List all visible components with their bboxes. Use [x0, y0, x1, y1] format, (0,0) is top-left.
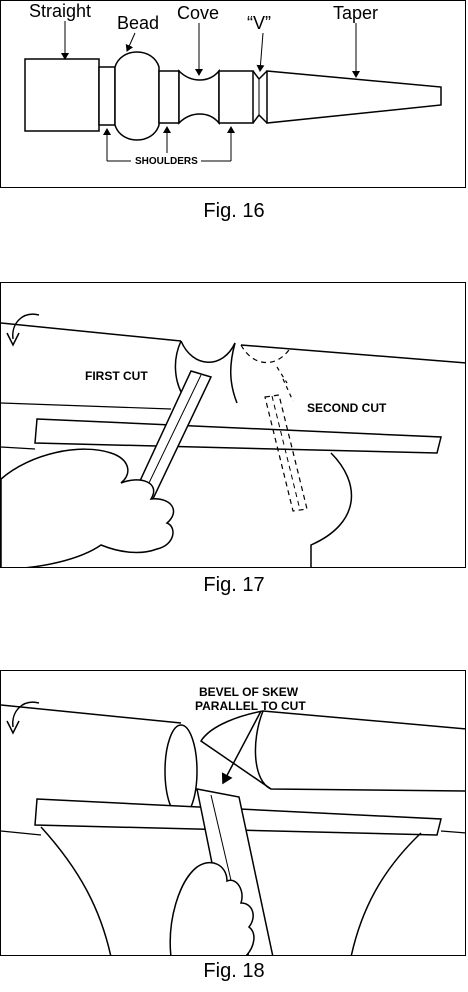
tool-rest [35, 419, 441, 453]
label-bevel-line2: PARALLEL TO CUT [195, 699, 306, 713]
fig18-panel: BEVEL OF SKEW PARALLEL TO CUT [0, 670, 466, 956]
fig16-panel: Straight Bead Cove “V” Taper SHOULDERS [0, 0, 466, 188]
label-second-cut: SECOND CUT [307, 401, 386, 415]
fig18-caption: Fig. 18 [0, 960, 468, 983]
taper-section [267, 71, 441, 123]
first-second-cut-drawing [1, 283, 466, 568]
label-taper: Taper [333, 3, 378, 24]
skew-bevel-drawing [1, 671, 466, 956]
cylinder-end [165, 725, 197, 817]
label-straight: Straight [29, 1, 91, 22]
fig16-caption: Fig. 16 [0, 200, 468, 223]
label-bead: Bead [117, 13, 159, 34]
v-groove [253, 71, 267, 123]
shoulder-1 [99, 67, 115, 125]
fig17-caption: Fig. 17 [0, 574, 468, 597]
label-bevel-line1: BEVEL OF SKEW [199, 685, 298, 699]
label-cove: Cove [177, 3, 219, 24]
label-shoulders: SHOULDERS [135, 156, 198, 167]
bead-section [115, 52, 159, 140]
shoulder-2 [159, 71, 179, 123]
label-first-cut: FIRST CUT [85, 369, 148, 383]
first-cut-cove [181, 341, 235, 362]
cylinder-right [201, 711, 466, 791]
straight-section [25, 59, 99, 131]
fig17-panel: FIRST CUT SECOND CUT [0, 282, 466, 568]
spindle-profile-drawing [1, 1, 466, 188]
label-v: “V” [247, 13, 271, 34]
cove-section [179, 71, 219, 123]
shoulder-3 [219, 71, 253, 123]
